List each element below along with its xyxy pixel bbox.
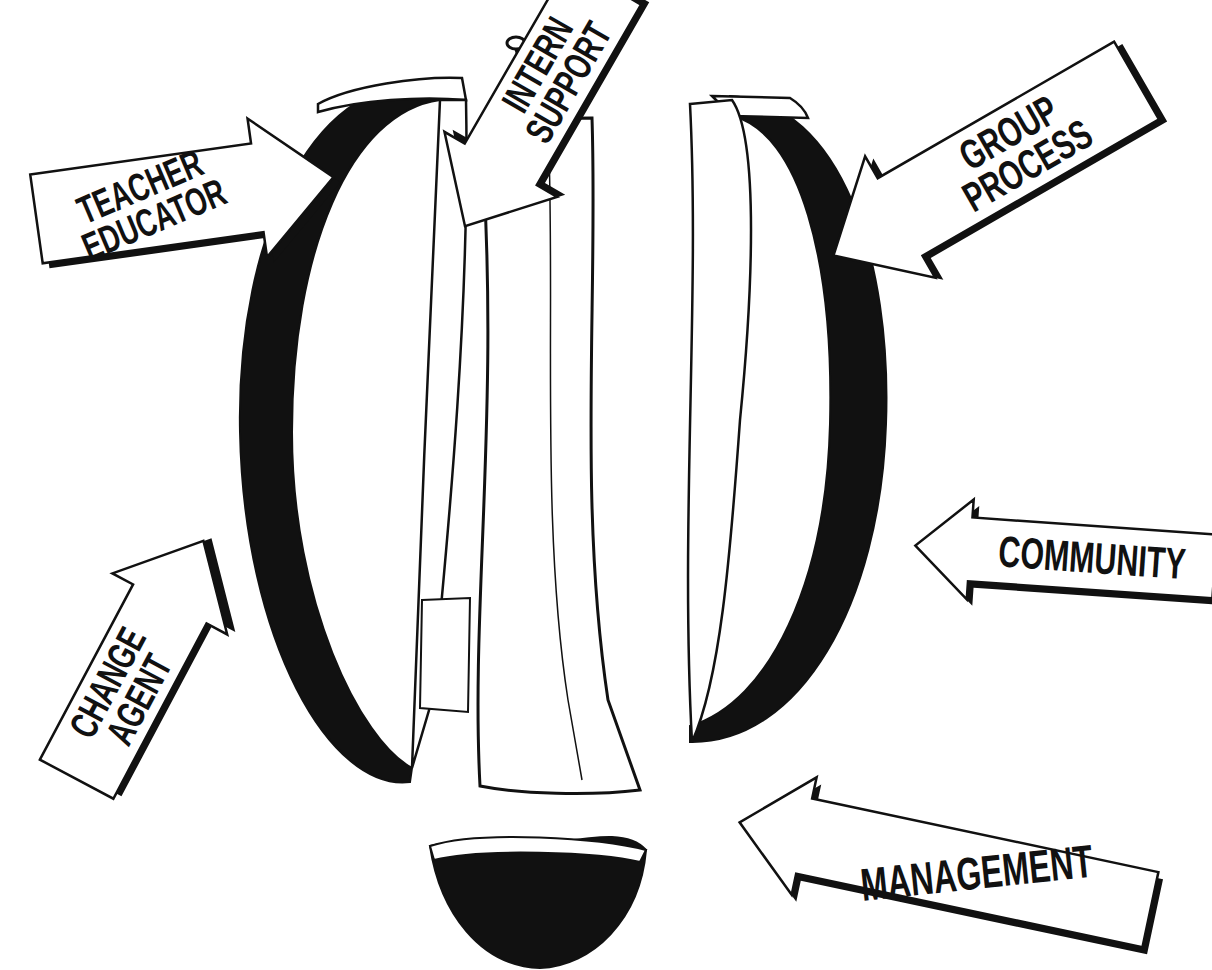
arrow-label: CHANGE AGENT [64,623,183,761]
arrow-shadow [417,0,670,257]
apple-bottom-skin [430,837,646,968]
arrow-box: CHANGE AGENT [19,510,261,809]
apple-core-line [548,122,582,780]
arrow-label: TEACHER EDUCATOR [63,141,231,266]
arrow-face [27,108,344,288]
apple-left-lower-face [420,598,470,712]
apple-right-cut-face [688,100,751,742]
arrow-text-group: TEACHER EDUCATOR [63,141,231,266]
arrow-face [912,496,1212,617]
arrow-label: GROUP PROCESS [938,81,1098,217]
arrow-body: TEACHER EDUCATOR [30,143,263,263]
arrow-box: GROUP PROCESS [798,20,1171,316]
arrow-text-group: CHANGE AGENT [64,623,183,761]
arrow-body: CHANGE AGENT [40,584,207,798]
arrow-text-group: INTERN SUPPORT [489,0,617,149]
arrow-label: INTERN SUPPORT [489,0,617,149]
arrow-face [798,20,1171,316]
arrow-box: MANAGEMENT [727,764,1163,969]
arrow-face [409,0,662,259]
arrow-label: MANAGEMENT [859,840,1095,906]
arrow-face [19,510,261,809]
arrow-text-group: GROUP PROCESS [938,81,1098,217]
arrow-label: COMMUNITY [998,531,1188,584]
arrow-body: MANAGEMENT [796,798,1158,947]
arrow-text-group: MANAGEMENT [859,840,1095,906]
apple-bottom-face [430,837,646,862]
arrow-text-group: COMMUNITY [998,531,1188,584]
arrow-face [727,764,1163,969]
apple-core [478,118,640,793]
arrow-box: COMMUNITY [912,496,1212,617]
